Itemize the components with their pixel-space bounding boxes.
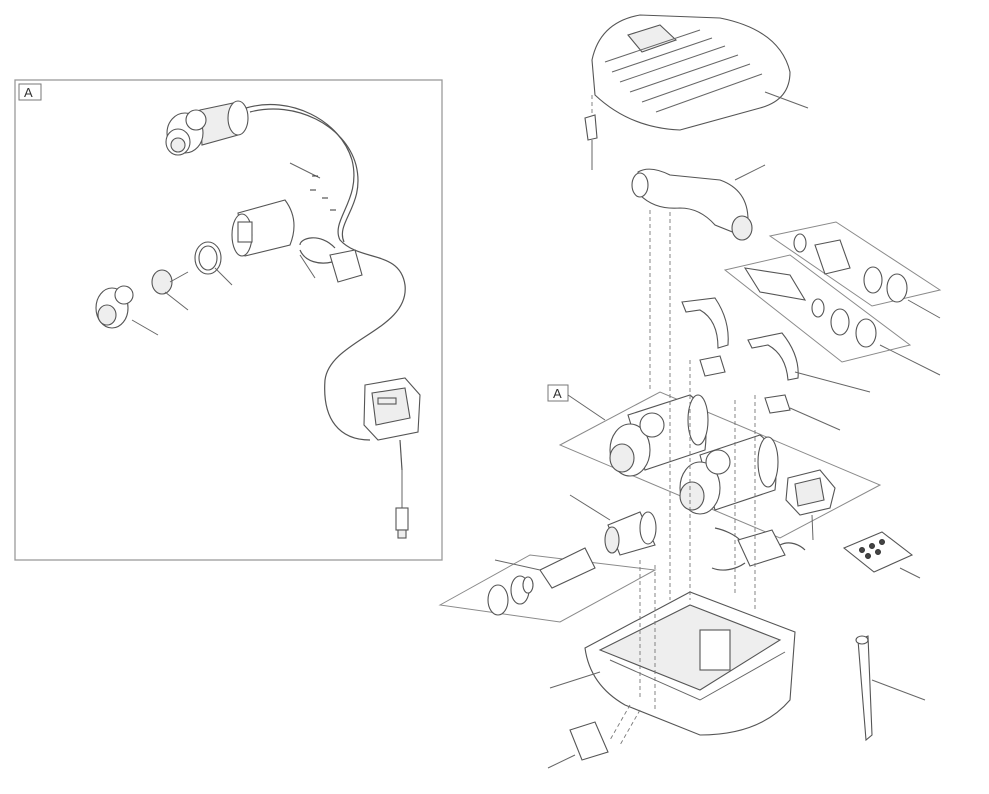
hose-connector-tray-lower xyxy=(723,254,941,376)
rotor-housing xyxy=(231,199,295,257)
junction-box xyxy=(299,237,363,283)
controller-plug xyxy=(785,469,836,541)
bottom-plate xyxy=(547,721,609,769)
junction-box-main xyxy=(711,527,806,571)
hose-connector-tray-upper xyxy=(768,221,942,319)
power-plug-transformer xyxy=(363,377,421,539)
detail-box-label: A xyxy=(24,85,33,100)
cover-clip xyxy=(584,114,598,170)
screw-set xyxy=(289,162,336,211)
pump-motor-assembly xyxy=(165,100,249,156)
ground-spike xyxy=(855,635,926,742)
o-ring xyxy=(194,241,233,286)
top-cover xyxy=(591,14,809,131)
hose-connector-tray-left xyxy=(438,494,657,623)
inlet-connector xyxy=(604,511,657,556)
impeller xyxy=(151,269,189,311)
assembly-guide-lines xyxy=(591,95,756,746)
base-housing xyxy=(549,591,796,736)
callout-a: A xyxy=(547,384,606,421)
pump-unit-1 xyxy=(609,394,709,477)
power-cable xyxy=(245,103,406,441)
mounting-brackets xyxy=(681,297,871,431)
detail-box-label-frame xyxy=(18,83,42,101)
pump-front-housing xyxy=(95,285,159,336)
remote-control xyxy=(842,531,921,579)
detail-box-a: A xyxy=(14,79,443,561)
outlet-elbow-pipe xyxy=(631,164,766,241)
callout-a-label: A xyxy=(553,386,562,401)
pump-tray xyxy=(558,391,882,539)
